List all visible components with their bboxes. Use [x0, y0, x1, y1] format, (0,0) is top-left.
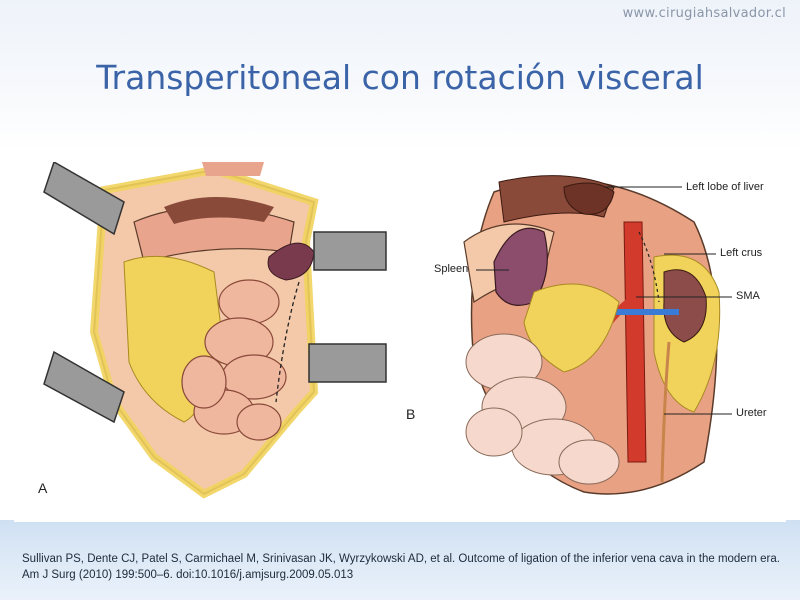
- label-sma: SMA: [736, 290, 760, 302]
- figure-area: A B Left lobe of liver Left crus Spleen …: [14, 162, 786, 522]
- slide-background-bottom: [0, 520, 800, 600]
- panel-a-illustration: [43, 162, 387, 499]
- label-spleen: Spleen: [434, 263, 469, 275]
- label-left-crus: Left crus: [720, 247, 763, 259]
- label-ureter: Ureter: [736, 407, 767, 419]
- slide-background-top: [0, 0, 800, 150]
- aorta: [623, 221, 647, 463]
- liver-dark: [164, 197, 274, 224]
- ureter: [660, 341, 671, 483]
- liver-lobe: [563, 182, 615, 215]
- kidney: [663, 269, 707, 343]
- website-url: www.cirugiahsalvador.cl: [622, 6, 786, 21]
- citation: Sullivan PS, Dente CJ, Patel S, Carmicha…: [22, 553, 780, 581]
- retractors: [43, 162, 387, 424]
- slide-title: Transperitoneal con rotación visceral: [96, 58, 704, 97]
- bowel-loops: [181, 279, 287, 441]
- spleen-a: [267, 242, 315, 281]
- colon-loops: [465, 333, 620, 485]
- crus-dash: [638, 231, 660, 303]
- incision-line: [275, 281, 300, 403]
- panel-b-illustration: [463, 175, 732, 495]
- spleen-b: [493, 227, 548, 306]
- panel-a-letter: A: [38, 480, 48, 496]
- panel-b-letter: B: [406, 406, 416, 422]
- leader-lines: [476, 186, 732, 415]
- label-left-lobe-of-liver: Left lobe of liver: [686, 181, 764, 193]
